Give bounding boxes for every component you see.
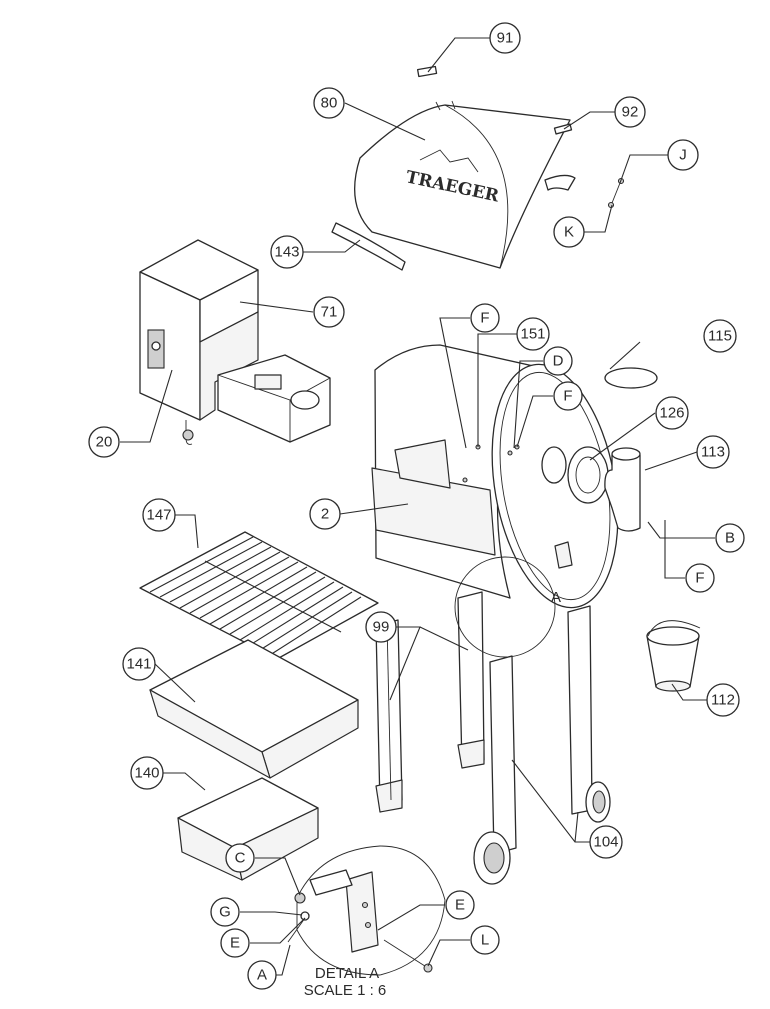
callout-91: 91 <box>489 22 521 54</box>
callout-F2: F <box>553 381 583 411</box>
svg-text:112: 112 <box>711 692 735 709</box>
callout-F1: F <box>470 303 500 333</box>
chimney-part <box>604 447 641 532</box>
callout-147: 147 <box>142 498 176 532</box>
svg-text:126: 126 <box>659 405 684 422</box>
callout-D: D <box>543 346 573 376</box>
detail-scale: SCALE 1 : 6 <box>304 982 387 999</box>
callout-113: 113 <box>696 435 730 469</box>
svg-text:140: 140 <box>134 765 159 782</box>
svg-text:F: F <box>480 310 489 327</box>
callout-B: B <box>715 523 745 553</box>
callout-126: 126 <box>655 396 689 430</box>
screw-jk-part <box>607 177 625 209</box>
hinge-left-part <box>416 65 438 78</box>
callout-E1: E <box>445 890 475 920</box>
callout-92: 92 <box>614 96 646 128</box>
svg-text:F: F <box>695 570 704 587</box>
callout-20: 20 <box>88 426 120 458</box>
callout-A: A <box>247 960 277 990</box>
svg-text:L: L <box>481 932 489 949</box>
callout-K: K <box>553 216 585 248</box>
callout-104: 104 <box>589 825 623 859</box>
callout-115: 115 <box>703 319 737 353</box>
svg-text:20: 20 <box>96 434 113 451</box>
callout-80: 80 <box>313 87 345 119</box>
leader-lines <box>120 37 715 976</box>
callout-141: 141 <box>122 647 156 681</box>
callout-E2: E <box>220 928 250 958</box>
callout-J: J <box>667 139 699 171</box>
drip-tray-part <box>149 639 359 779</box>
svg-text:D: D <box>553 353 564 370</box>
svg-text:147: 147 <box>146 507 171 524</box>
leg-center-part <box>457 591 485 769</box>
svg-text:113: 113 <box>701 444 725 461</box>
callout-L: L <box>470 925 500 955</box>
svg-text:K: K <box>564 224 574 241</box>
svg-text:80: 80 <box>321 95 338 112</box>
heat-baffle-part <box>177 777 319 881</box>
callout-112: 112 <box>706 683 740 717</box>
detail-a-inset: DETAIL A SCALE 1 : 6 <box>287 845 446 999</box>
svg-text:E: E <box>230 935 240 952</box>
svg-text:92: 92 <box>622 104 639 121</box>
leg-left-part <box>375 619 403 813</box>
svg-text:F: F <box>563 388 572 405</box>
callout-2: 2 <box>309 498 341 530</box>
svg-text:143: 143 <box>274 244 299 261</box>
callout-C: C <box>225 843 255 873</box>
svg-text:J: J <box>679 147 687 164</box>
svg-text:141: 141 <box>126 656 151 673</box>
section-marker-label: A <box>551 589 561 606</box>
svg-text:2: 2 <box>321 506 329 523</box>
svg-text:104: 104 <box>593 834 618 851</box>
lid-part: TRAEGER <box>354 100 576 269</box>
svg-text:115: 115 <box>708 328 732 345</box>
grill-barrel-part <box>371 344 619 609</box>
section-marker: A <box>454 556 561 658</box>
svg-text:A: A <box>257 967 267 984</box>
callout-151: 151 <box>516 317 550 351</box>
chimney-cap-part <box>604 367 658 389</box>
callout-143: 143 <box>270 235 304 269</box>
detail-title: DETAIL A <box>315 965 379 982</box>
grease-bucket-part <box>646 620 701 692</box>
svg-text:E: E <box>455 897 465 914</box>
callout-F3: F <box>685 563 715 593</box>
wheel-leg-left-part <box>473 655 517 885</box>
svg-text:91: 91 <box>497 30 514 47</box>
lid-handle-part <box>331 222 406 271</box>
callout-G: G <box>210 897 240 927</box>
callout-140: 140 <box>130 756 164 790</box>
svg-text:G: G <box>219 904 231 921</box>
callout-71: 71 <box>313 296 345 328</box>
wheel-leg-right-part <box>567 605 611 823</box>
svg-text:C: C <box>235 850 246 867</box>
svg-text:151: 151 <box>520 326 545 343</box>
svg-text:B: B <box>725 530 735 547</box>
cooking-grate-part <box>139 531 379 660</box>
svg-text:71: 71 <box>321 304 338 321</box>
hopper-part <box>139 239 331 445</box>
callout-99: 99 <box>365 611 397 643</box>
svg-text:99: 99 <box>373 619 390 636</box>
